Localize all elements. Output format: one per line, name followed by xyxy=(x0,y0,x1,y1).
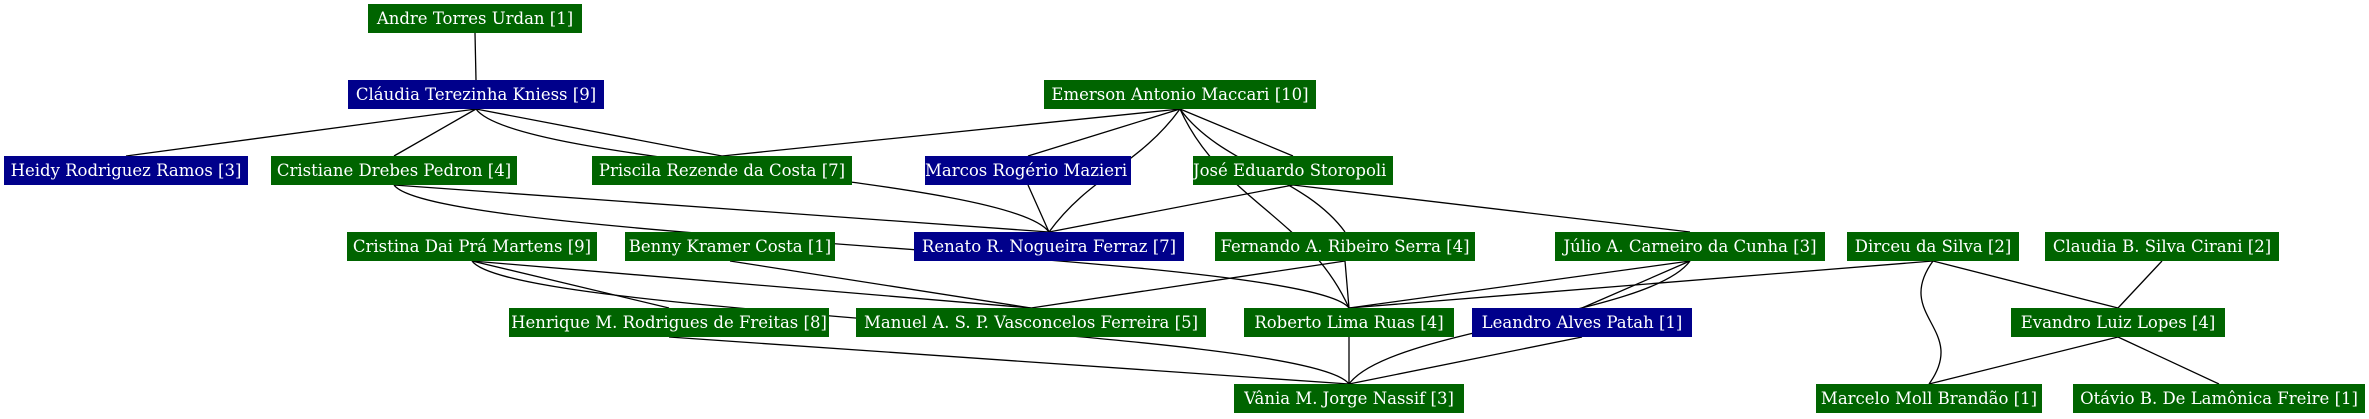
edge-jose-renato xyxy=(1048,184,1294,233)
node-vania[interactable]: Vânia M. Jorge Nassif [3] xyxy=(1234,384,1464,413)
node-manuel[interactable]: Manuel A. S. P. Vasconcelos Ferreira [5] xyxy=(856,308,1206,337)
node-dirceu[interactable]: Dirceu da Silva [2] xyxy=(1847,232,2019,261)
edge-benny-manuel xyxy=(729,260,1032,309)
node-benny[interactable]: Benny Kramer Costa [1] xyxy=(625,232,835,261)
edge-claudia-k-heidy xyxy=(125,108,477,157)
node-cristina[interactable]: Cristina Dai Prá Martens [9] xyxy=(347,232,597,261)
edge-dirceu-marcelo xyxy=(1920,260,1942,385)
edge-cristina-henrique xyxy=(471,260,670,309)
edge-jose-julio xyxy=(1292,184,1691,233)
node-heidy[interactable]: Heidy Rodriguez Ramos [3] xyxy=(4,156,248,185)
node-marcos[interactable]: Marcos Rogério Mazieri [3] xyxy=(925,156,1156,185)
node-cristiane[interactable]: Cristiane Drebes Pedron [4] xyxy=(271,156,517,185)
node-claudia-k[interactable]: Cláudia Terezinha Kniess [9] xyxy=(348,80,604,109)
edge-julio-roberto xyxy=(1348,260,1691,309)
edge-emerson-marcos xyxy=(1027,108,1181,157)
node-julio[interactable]: Júlio A. Carneiro da Cunha [3] xyxy=(1555,232,1825,261)
edge-evandro-otavio xyxy=(2117,336,2220,385)
edge-fernando-manuel xyxy=(1030,260,1346,309)
node-otavio[interactable]: Otávio B. De Lamônica Freire [1] xyxy=(2073,384,2365,413)
edge-fernando-roberto xyxy=(1344,260,1350,309)
edge-cristiane-renato xyxy=(393,184,1050,233)
edge-dirceu-roberto xyxy=(1348,260,1934,309)
node-priscila[interactable]: Priscila Rezende da Costa [7] xyxy=(592,156,852,185)
edge-emerson-priscila xyxy=(721,108,1181,157)
edge-cristina-manuel xyxy=(471,260,1032,309)
edge-evandro-marcelo xyxy=(1928,336,2119,385)
node-leandro[interactable]: Leandro Alves Patah [1] xyxy=(1472,308,1692,337)
node-roberto[interactable]: Roberto Lima Ruas [4] xyxy=(1244,308,1454,337)
edge-claudia-c-evandro xyxy=(2117,260,2163,309)
edge-henrique-vania xyxy=(668,336,1350,385)
node-marcelo[interactable]: Marcelo Moll Brandão [1] xyxy=(1816,384,2042,413)
edge-andre-claudia-k xyxy=(474,32,477,81)
node-emerson[interactable]: Emerson Antonio Maccari [10] xyxy=(1044,80,1316,109)
node-andre[interactable]: Andre Torres Urdan [1] xyxy=(368,4,582,33)
edge-emerson-roberto xyxy=(1179,108,1350,309)
node-renato[interactable]: Renato R. Nogueira Ferraz [7] xyxy=(914,232,1184,261)
edge-claudia-k-priscila xyxy=(475,108,723,157)
edge-leandro-vania xyxy=(1348,336,1583,385)
edge-dirceu-evandro xyxy=(1932,260,2119,309)
node-henrique[interactable]: Henrique M. Rodrigues de Freitas [8] xyxy=(509,308,829,337)
node-jose[interactable]: José Eduardo Storopoli [5] xyxy=(1193,156,1415,185)
edge-cristiane-roberto xyxy=(393,184,1350,309)
edge-marcos-renato xyxy=(1027,184,1050,233)
node-claudia-c[interactable]: Claudia B. Silva Cirani [2] xyxy=(2045,232,2279,261)
edge-emerson-jose xyxy=(1179,108,1294,157)
node-evandro[interactable]: Evandro Luiz Lopes [4] xyxy=(2011,308,2225,337)
edge-claudia-k-cristiane xyxy=(393,108,477,157)
node-fernando[interactable]: Fernando A. Ribeiro Serra [4] xyxy=(1215,232,1475,261)
